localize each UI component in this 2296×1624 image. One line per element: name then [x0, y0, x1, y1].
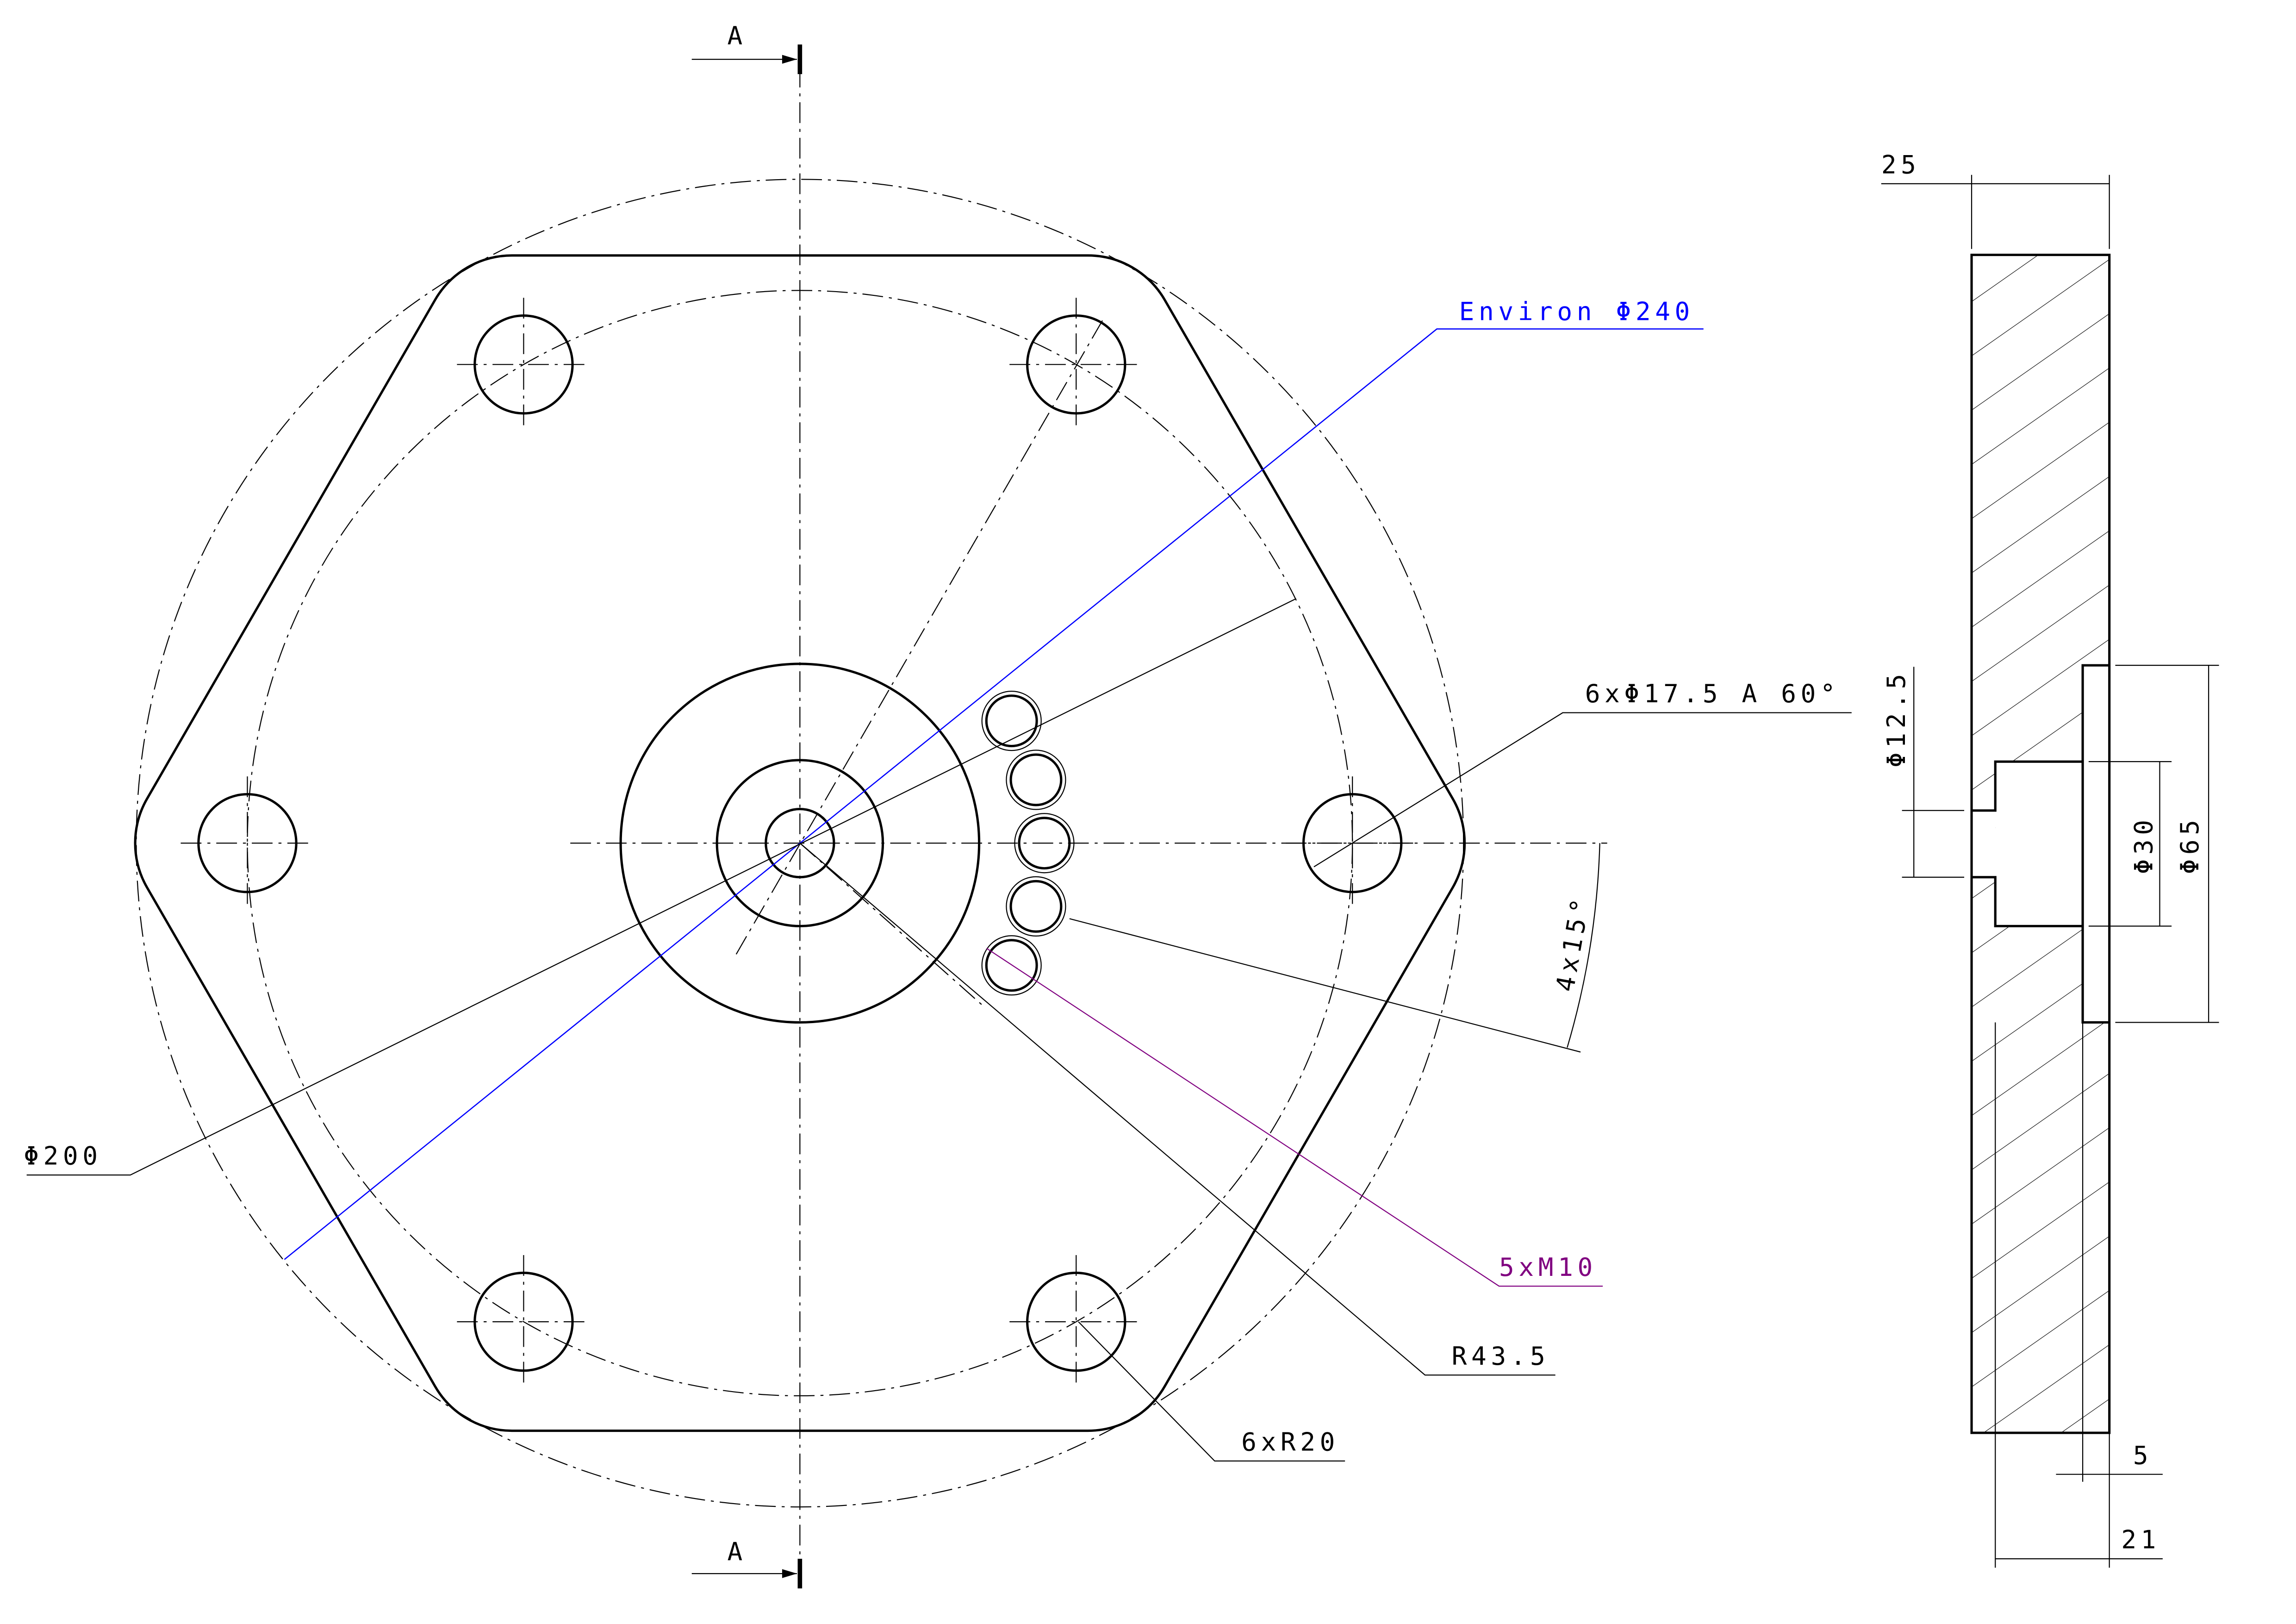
- thread-hole: [985, 939, 1038, 992]
- thread-holes: [981, 691, 1075, 996]
- angle-label: 4x15°: [1550, 892, 1596, 994]
- bore-void: [1972, 810, 1996, 877]
- section-view: 25 Φ12.5 Φ30 Φ65 5 21: [1881, 150, 2219, 1568]
- thickness-label: 25: [1881, 150, 1921, 180]
- bolt-holes: [180, 298, 1419, 1389]
- arrowhead-icon: [782, 55, 797, 64]
- environ-leader: [284, 328, 1704, 1260]
- radius-leader: [799, 843, 1556, 1376]
- angle-line-down: [799, 843, 986, 1008]
- angle-arc: [1567, 843, 1600, 1048]
- pocket-void: [1995, 762, 2083, 926]
- section-label-top: A: [728, 21, 747, 50]
- bore-circle: [765, 808, 835, 879]
- corner-radius-label: 6xR20: [1241, 1427, 1339, 1456]
- holes-leader: [1313, 712, 1852, 868]
- environ-label: Environ Φ240: [1459, 296, 1694, 326]
- hub-outer-circle: [619, 662, 981, 1024]
- thread-hole: [985, 694, 1038, 748]
- recess-label: Φ65: [2175, 815, 2204, 874]
- hexagon-outline: [134, 254, 1466, 1432]
- thread-hole: [1009, 880, 1063, 933]
- pitch-leader: [26, 598, 1297, 1176]
- front-view: A A Environ Φ240 6xΦ17.5 A 60° 4x15° Φ20…: [24, 21, 1852, 1589]
- pocket-label: Φ30: [2129, 815, 2159, 874]
- recess-depth-label: 5: [2133, 1440, 2153, 1470]
- section-label-bottom: A: [728, 1537, 747, 1566]
- hub-pocket-circle: [716, 759, 884, 928]
- thread-leader: [986, 948, 1603, 1287]
- pitch-diameter-label: Φ200: [24, 1141, 102, 1171]
- thread-major-circle: [1014, 813, 1075, 874]
- thread-major-circle: [981, 691, 1042, 751]
- bore-label: Φ12.5: [1881, 669, 1911, 768]
- arrowhead-icon: [782, 1569, 797, 1578]
- thread-hole: [1009, 753, 1063, 806]
- radius-label: R43.5: [1452, 1341, 1550, 1371]
- corner-radius-leader: [1078, 1321, 1345, 1462]
- angle-extension: [1069, 918, 1581, 1053]
- holes-label: 6xΦ17.5 A 60°: [1585, 679, 1840, 708]
- thread-major-circle: [1006, 876, 1066, 937]
- thread-hole: [1018, 817, 1071, 870]
- thread-major-circle: [1006, 750, 1066, 810]
- recess-void: [2083, 665, 2109, 1023]
- angle-line-up: [735, 318, 1104, 955]
- thread-label: 5xM10: [1499, 1252, 1597, 1282]
- pocket-depth-label: 21: [2121, 1525, 2160, 1555]
- thread-major-circle: [981, 935, 1042, 996]
